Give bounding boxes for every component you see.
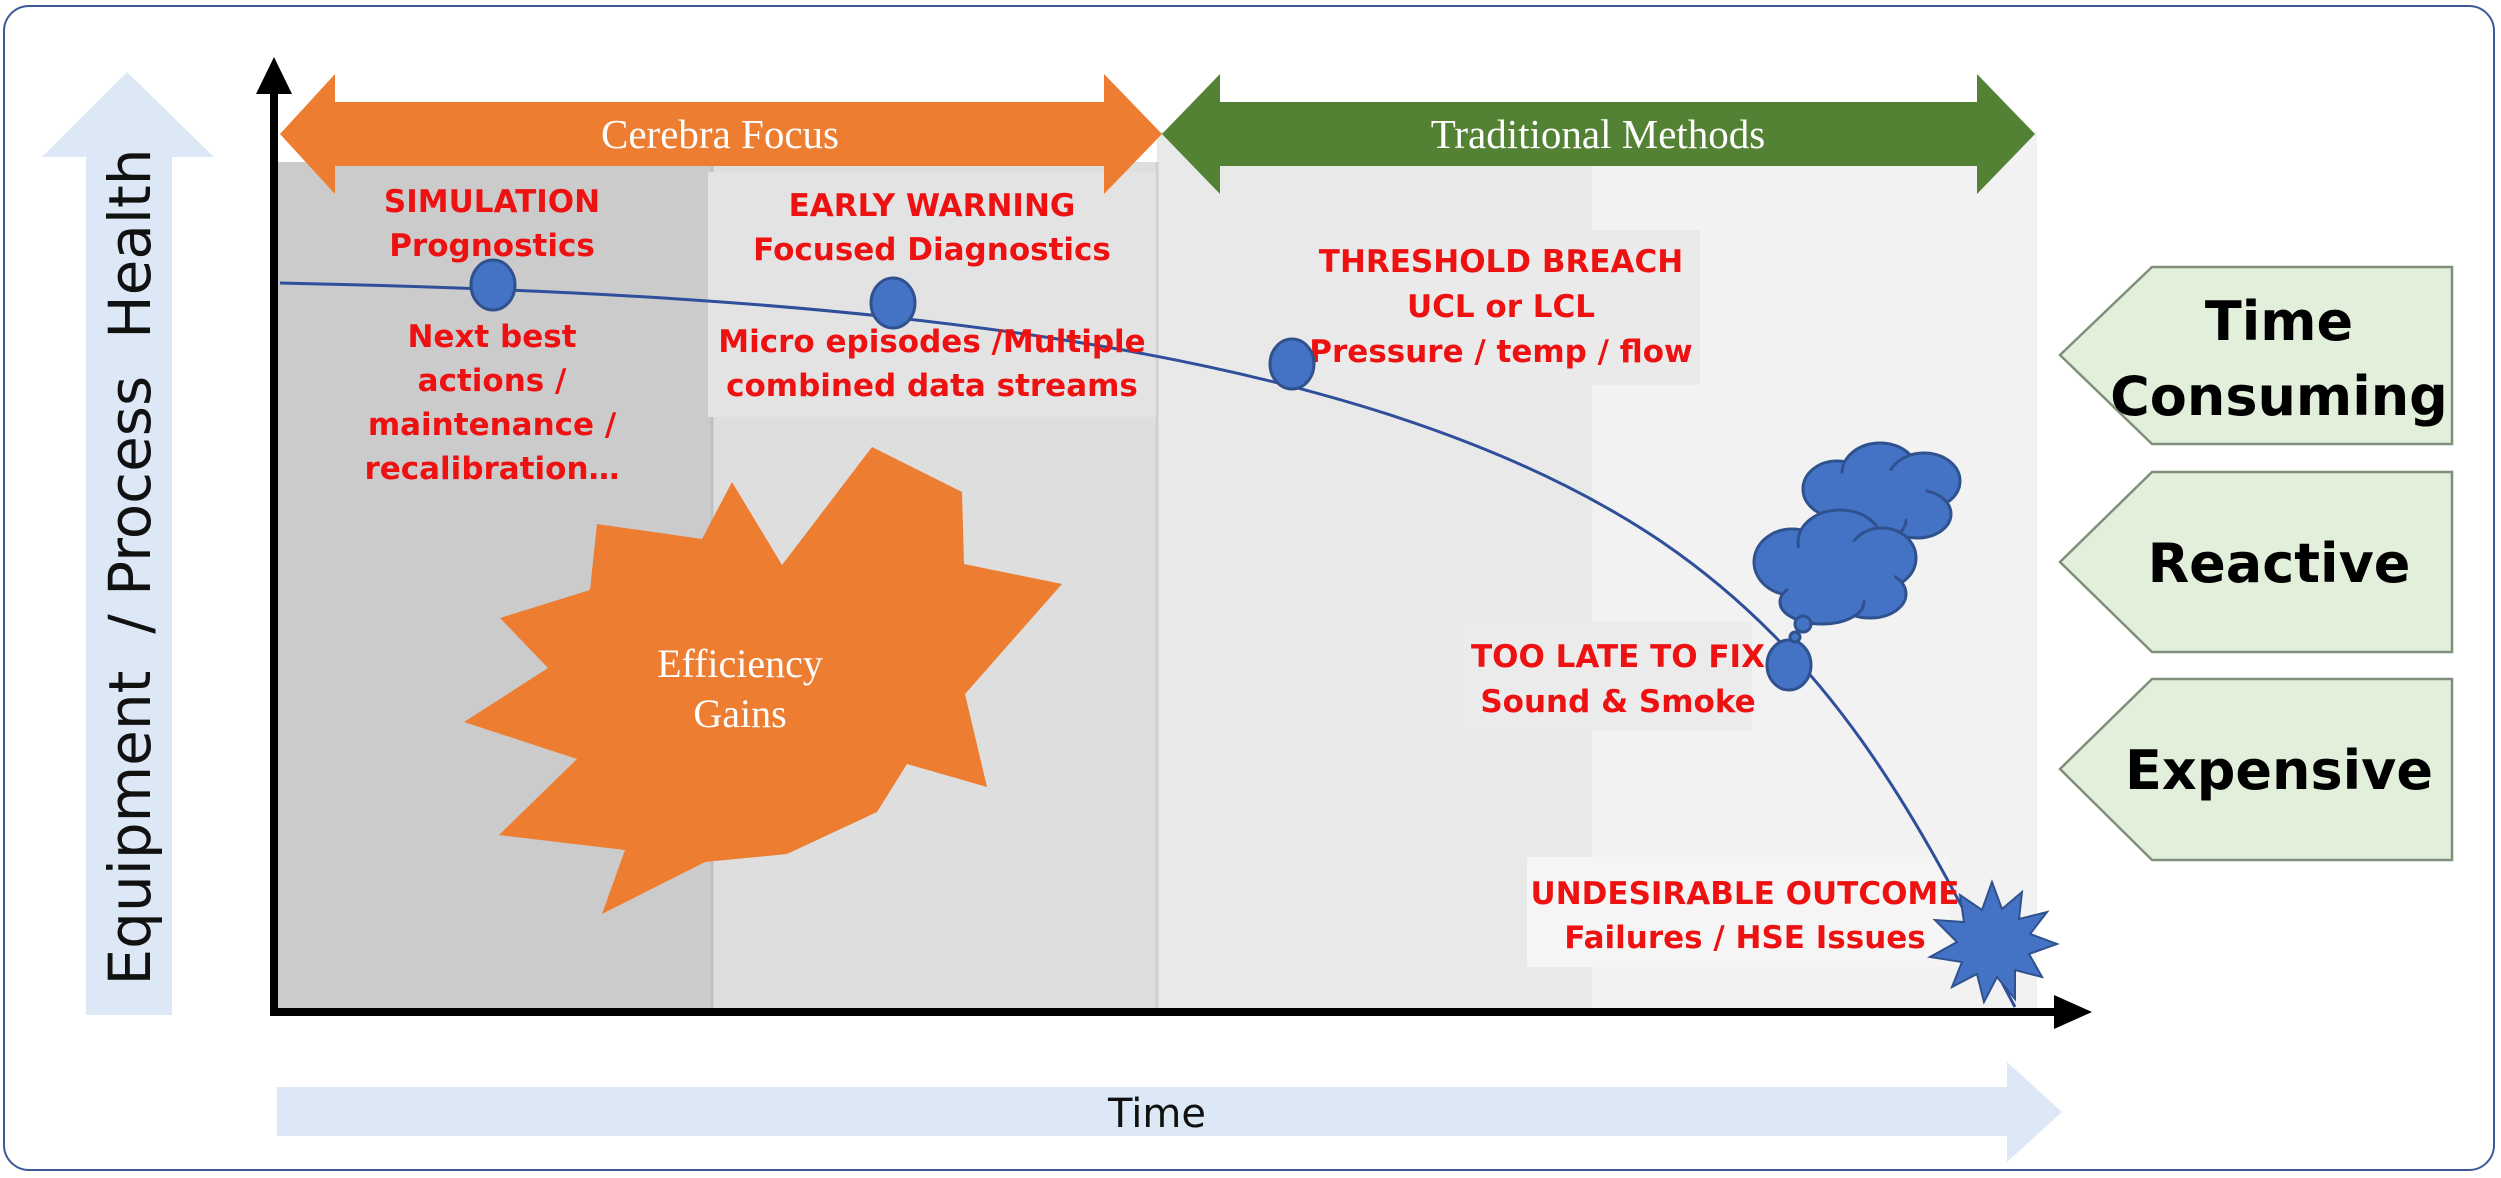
stage-early-warning-title: EARLY WARNING (789, 188, 1076, 224)
stage-early-warning-detail: Micro episodes /Multiple (718, 324, 1145, 360)
stage-threshold-title: THRESHOLD BREACH (1319, 244, 1683, 280)
x-axis-label: Time (1107, 1091, 1206, 1137)
stage-outcome-subtitle: Failures / HSE Issues (1564, 920, 1926, 956)
label-box (1462, 622, 1752, 730)
y-axis-arrow-background (42, 72, 214, 1015)
health-decline-curve (279, 281, 2017, 1008)
stage-marker-threshold (1268, 337, 1316, 391)
cerebra-focus-arrow (280, 74, 1162, 194)
pentagon-expensive (2058, 677, 2454, 862)
health-decline-diagram: Equipment / Process Health Time Cerebra … (42, 57, 2454, 1162)
stage-early-warning-subtitle: Focused Diagnostics (753, 232, 1111, 268)
pentagon-time-consuming (2058, 265, 2454, 446)
traditional-methods-label: Traditional Methods (1431, 111, 1765, 157)
label-box (708, 172, 1156, 417)
efficiency-gains-label: Efficiency (657, 641, 823, 686)
diagram-frame: Equipment / Process Health Time Cerebra … (3, 5, 2495, 1171)
stage-simulation-detail: recalibration… (364, 451, 619, 487)
stage-threshold-subtitle: UCL or LCL (1407, 289, 1595, 325)
stage-simulation-detail: Next best (407, 319, 576, 355)
stage-outcome-title: UNDESIRABLE OUTCOME (1531, 876, 1960, 912)
stage-threshold-detail: Pressure / temp / flow (1309, 334, 1692, 370)
stage-too-late-title: TOO LATE TO FIX (1471, 639, 1765, 675)
stage-early-warning-detail: combined data streams (726, 368, 1138, 404)
stage-simulation-title: SIMULATION (384, 184, 600, 220)
attribute-reactive: Reactive (2148, 532, 2411, 595)
smoke-cloud-icon (1752, 508, 1918, 644)
pentagon-reactive (2058, 470, 2454, 654)
label-box (1527, 857, 1949, 967)
traditional-methods-arrow (1162, 74, 2035, 194)
stage-simulation-detail: maintenance / (368, 407, 617, 443)
failure-explosion-icon (1926, 879, 2060, 1005)
attribute-expensive: Expensive (2125, 739, 2433, 802)
attribute-time-consuming: Consuming (2110, 365, 2448, 428)
attribute-time-consuming: Time (2205, 290, 2353, 353)
efficiency-gains-burst (464, 447, 1062, 914)
stage-marker-too-late (1765, 638, 1813, 692)
x-axis-arrow-background (277, 1062, 2062, 1162)
label-box (1322, 230, 1700, 385)
efficiency-gains-label: Gains (693, 691, 786, 736)
stage-too-late-subtitle: Sound & Smoke (1480, 684, 1755, 720)
y-axis-arrowhead (256, 57, 292, 94)
stage-marker-simulation (469, 258, 517, 312)
x-axis-arrowhead (2054, 995, 2092, 1029)
stage-simulation-subtitle: Prognostics (389, 228, 595, 264)
stage-marker-early-warning (869, 276, 917, 330)
y-axis-label: Equipment / Process Health (96, 148, 164, 985)
cerebra-focus-label: Cerebra Focus (601, 111, 839, 157)
stage-simulation-detail: actions / (418, 363, 567, 399)
